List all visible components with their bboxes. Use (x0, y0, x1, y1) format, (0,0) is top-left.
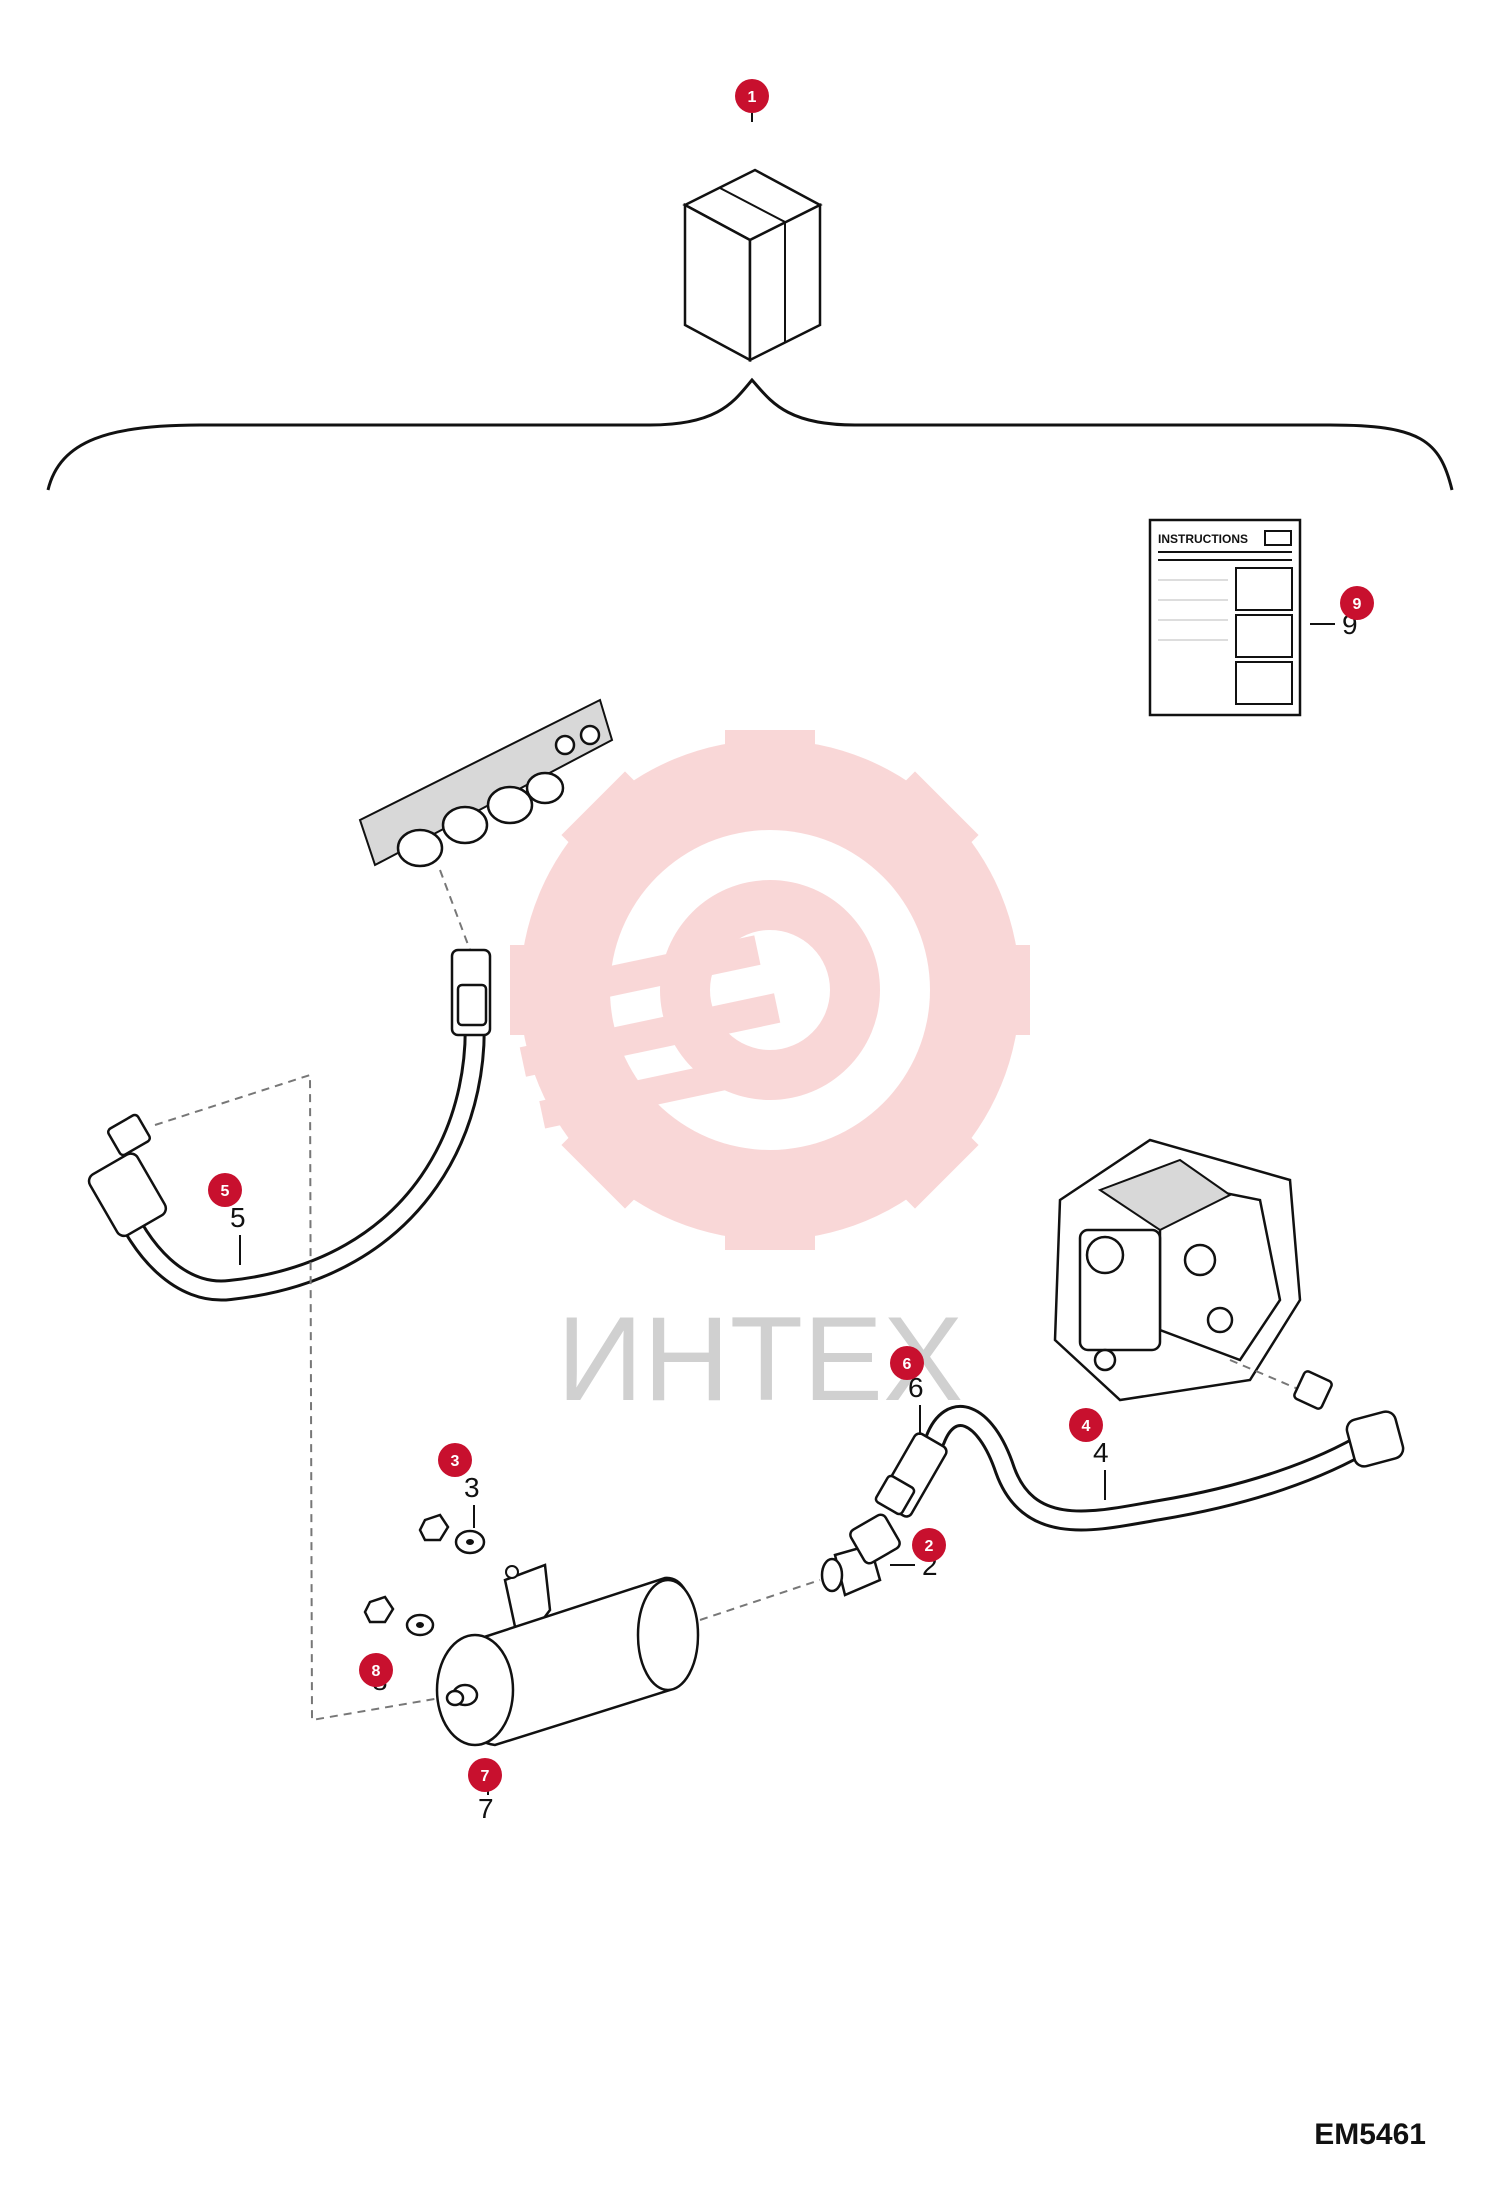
part-number-3: 3 (464, 1472, 480, 1503)
fitting-6 (874, 1432, 948, 1518)
callout-5[interactable]: 5 (208, 1173, 242, 1207)
manifold-block (358, 698, 614, 868)
part-number-7: 7 (478, 1793, 494, 1824)
instructions-sheet: INSTRUCTIONS (1148, 518, 1302, 717)
callout-6[interactable]: 6 (890, 1346, 924, 1380)
callout-9[interactable]: 9 (1340, 586, 1374, 620)
callout-8[interactable]: 8 (359, 1653, 393, 1687)
callout-1-label: 1 (748, 89, 757, 106)
part-number-5: 5 (230, 1202, 246, 1233)
callout-7[interactable]: 7 (468, 1758, 502, 1792)
instructions-title: INSTRUCTIONS (1158, 532, 1248, 546)
assembly-line-5-top (439, 869, 471, 951)
part-number-4: 4 (1093, 1437, 1109, 1468)
callout-4-label: 4 (1082, 1418, 1091, 1435)
nut-washer-3 (418, 1513, 486, 1555)
watermark-logo (510, 730, 1030, 1250)
callout-4[interactable]: 4 (1069, 1408, 1103, 1442)
assembly-line-2-7 (699, 1579, 821, 1621)
callout-3[interactable]: 3 (438, 1443, 472, 1477)
nut-washer-8 (363, 1595, 435, 1637)
pump-fitting (1293, 1370, 1333, 1410)
accumulator-7 (435, 1563, 700, 1747)
callout-2[interactable]: 2 (912, 1528, 946, 1562)
callout-7-label: 7 (481, 1768, 490, 1785)
elbow-fitting-2 (820, 1513, 901, 1597)
callout-5-label: 5 (221, 1183, 230, 1200)
callout-6-label: 6 (903, 1356, 912, 1373)
grouping-brace (46, 377, 1454, 491)
callout-1[interactable]: 1 (735, 79, 769, 113)
kit-box (682, 168, 823, 363)
hose-5 (87, 948, 492, 1302)
callout-9-label: 9 (1353, 596, 1362, 613)
callout-2-label: 2 (925, 1538, 934, 1555)
hydraulic-pump (1053, 1138, 1302, 1402)
diagram-id: EM5461 (1314, 2118, 1426, 2151)
callout-3-label: 3 (451, 1453, 460, 1470)
callout-8-label: 8 (372, 1663, 381, 1680)
part-number-6: 6 (908, 1372, 924, 1403)
assembly-line-5-7 (154, 1073, 441, 1722)
hose-4 (924, 1405, 1405, 1532)
